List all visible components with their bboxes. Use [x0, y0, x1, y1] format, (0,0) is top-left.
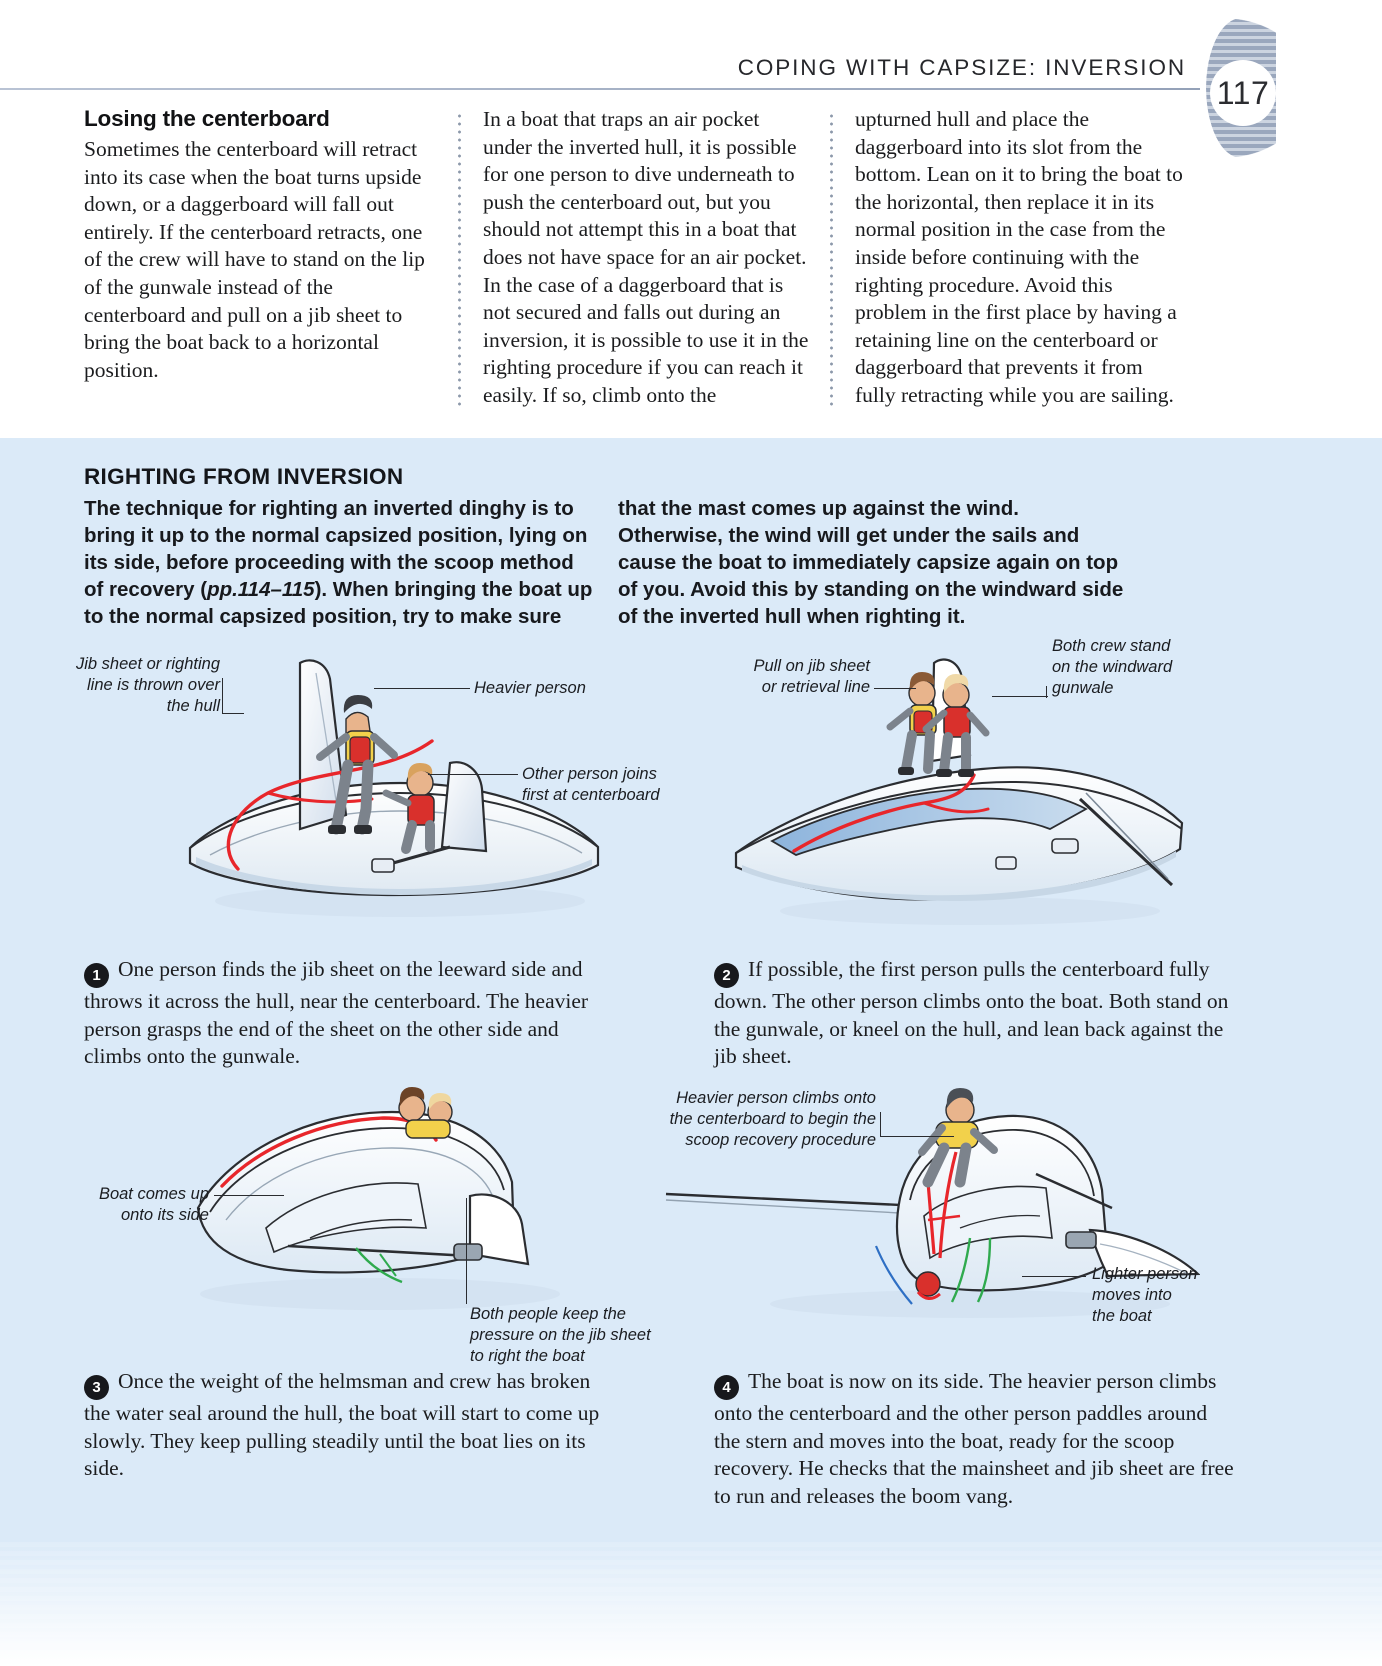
figure-4-leader-a-stem	[880, 1112, 882, 1137]
figure-4-annotation-a: Heavier person climbs onto the centerboa…	[669, 1089, 876, 1149]
page-number: 117	[1216, 75, 1270, 111]
figure-2-leader-b-stem	[1046, 686, 1048, 698]
step-4-text: The boat is now on its side. The heavier…	[714, 1369, 1234, 1508]
step-3-number: 3	[84, 1375, 109, 1400]
step-1-text: One person finds the jib sheet on the le…	[84, 957, 589, 1068]
column-two-text: In a boat that traps an air pocket under…	[483, 107, 809, 407]
figure-2-leader-a	[874, 688, 916, 690]
figure-1-annotation-b: Heavier person	[474, 679, 586, 697]
page-header: COPING WITH CAPSIZE: INVERSION	[0, 0, 1382, 92]
figure-3-leader-b	[466, 1198, 468, 1304]
figure-step-2	[720, 643, 1200, 933]
figure-1-leader-a	[222, 713, 244, 715]
figure-4-leader-a	[880, 1136, 954, 1138]
intro-left-a: The technique for righting an inverted d…	[84, 497, 588, 601]
panel-intro: The technique for righting an inverted d…	[84, 495, 1198, 630]
figure-2-annotation-b: Both crew stand on the windward gunwale	[1052, 637, 1173, 697]
intro-left-b: ). When bringing the boat up to the norm…	[84, 578, 593, 628]
figure-4-leader-b	[1022, 1276, 1086, 1278]
step-2-number: 2	[714, 963, 739, 988]
panel-intro-right: that the mast comes up against the wind.…	[618, 495, 1128, 630]
column-two: In a boat that traps an air pocket under…	[456, 106, 811, 426]
figure-2-illustration	[734, 658, 1184, 925]
figure-3-annotation-a: Boat comes up onto its side	[98, 1185, 209, 1224]
righting-from-inversion-panel: RIGHTING FROM INVERSION The technique fo…	[0, 438, 1382, 1542]
page-title: COPING WITH CAPSIZE: INVERSION	[737, 55, 1186, 80]
figure-3-leader-a	[214, 1195, 284, 1197]
panel-intro-left: The technique for righting an inverted d…	[84, 495, 594, 630]
figure-3-illustration	[196, 1087, 560, 1310]
figure-2-annotation-a: Pull on jib sheet or retrieval line	[753, 657, 871, 696]
figure-1-annotation-a: Jib sheet or righting line is thrown ove…	[76, 655, 220, 715]
crew-heads-figure-3	[398, 1087, 453, 1139]
heavier-person-figure	[316, 695, 398, 835]
figure-1-leader-a-stem	[222, 678, 224, 714]
panel-intro-left-text: The technique for righting an inverted d…	[84, 495, 594, 630]
column-one-text: Sometimes the centerboard will retract i…	[84, 137, 425, 382]
figure-3-annotation-b: Both people keep the pressure on the jib…	[470, 1305, 651, 1365]
column-one: Losing the centerboard Sometimes the cen…	[84, 106, 439, 426]
page-number-disc: 117	[1210, 60, 1276, 126]
figure-1-leader-c	[428, 774, 518, 776]
crew-two-figure	[922, 674, 990, 777]
other-person-figure	[382, 763, 435, 854]
intro-columns: Losing the centerboard Sometimes the cen…	[84, 106, 1198, 426]
panel-content: RIGHTING FROM INVERSION The technique fo…	[84, 464, 1198, 630]
column-three: upturned hull and place the daggerboard …	[828, 106, 1183, 426]
section-heading: Losing the centerboard	[84, 106, 330, 131]
step-1-number: 1	[84, 963, 109, 988]
figure-1-annotation-c: Other person joins first at centerboard	[522, 765, 660, 804]
figure-4-illustration	[665, 1088, 1200, 1318]
column-three-text: upturned hull and place the daggerboard …	[855, 107, 1183, 407]
figure-4-annotation-b: Lighter person moves into the boat	[1092, 1265, 1198, 1325]
header-divider	[0, 88, 1200, 90]
step-2-text: If possible, the first person pulls the …	[714, 957, 1229, 1068]
figure-step-1	[150, 633, 630, 933]
heavier-person-figure-4	[918, 1088, 998, 1188]
figure-2-leader-b	[992, 696, 1048, 698]
step-3-text: Once the weight of the helmsman and crew…	[84, 1369, 600, 1480]
page-number-badge: 117	[1206, 18, 1276, 158]
figure-step-3	[170, 1078, 590, 1318]
panel-heading: RIGHTING FROM INVERSION	[84, 464, 404, 489]
panel-intro-right-text: that the mast comes up against the wind.…	[618, 497, 1124, 628]
figure-1-illustration	[188, 659, 600, 917]
step-4-number: 4	[714, 1375, 739, 1400]
figure-1-leader-b	[374, 688, 470, 690]
page-footer-gradient	[0, 1542, 1382, 1666]
intro-left-pages: pp.114–115	[207, 578, 315, 601]
figure-step-4	[660, 1078, 1200, 1328]
